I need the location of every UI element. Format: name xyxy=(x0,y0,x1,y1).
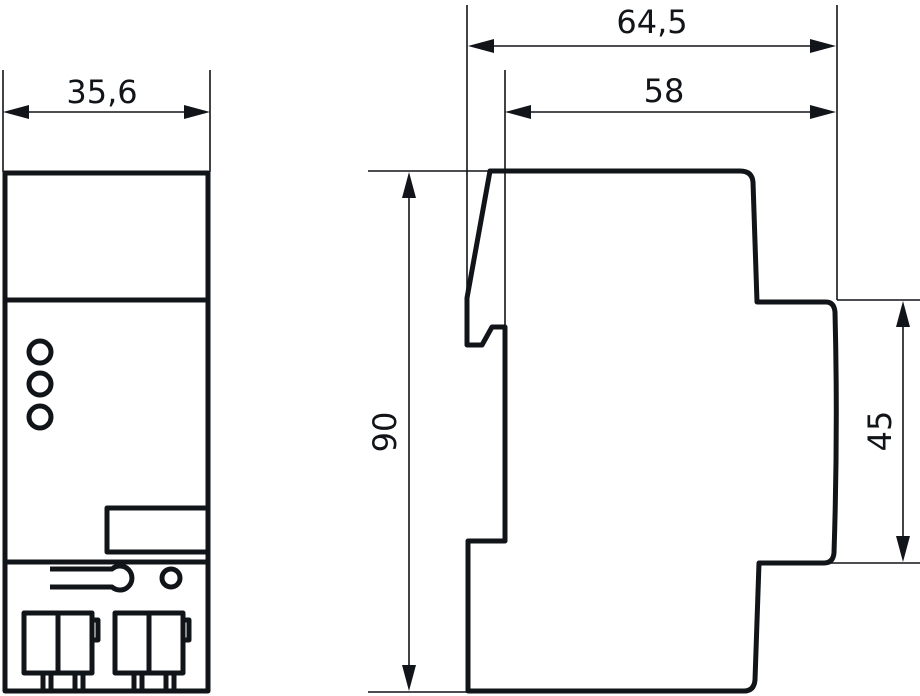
led-indicator-icon xyxy=(26,370,54,398)
front-view: 35,6 xyxy=(2,70,211,694)
programming-led-icon xyxy=(159,566,183,590)
arrowhead-left-icon xyxy=(505,105,531,119)
dimension-label-body-depth: 58 xyxy=(644,72,685,110)
arrowhead-left-icon xyxy=(3,105,29,119)
side-profile-outline xyxy=(464,168,839,694)
programming-button-icon xyxy=(50,563,135,593)
led-indicator-icon xyxy=(26,403,54,431)
terminal-block-left xyxy=(21,610,101,693)
led-indicator-icon xyxy=(26,338,54,366)
label-plate xyxy=(104,505,208,555)
arrowhead-right-icon xyxy=(810,39,836,53)
front-outline xyxy=(2,170,211,694)
dimension-label-height: 90 xyxy=(366,412,404,453)
arrowhead-left-icon xyxy=(468,39,494,53)
side-view: 64,5 58 90 45 xyxy=(366,3,920,694)
arrowhead-right-icon xyxy=(810,105,836,119)
dimension-label-front-width: 35,6 xyxy=(66,73,137,111)
terminal-block-right xyxy=(112,610,192,693)
arrowhead-down-icon xyxy=(402,665,416,691)
arrowhead-up-icon xyxy=(896,301,910,327)
arrowhead-down-icon xyxy=(896,536,910,562)
arrowhead-right-icon xyxy=(184,105,210,119)
arrowhead-up-icon xyxy=(402,172,416,198)
dimension-label-front-height: 45 xyxy=(861,411,899,452)
dimension-label-overall-depth: 64,5 xyxy=(616,3,687,41)
